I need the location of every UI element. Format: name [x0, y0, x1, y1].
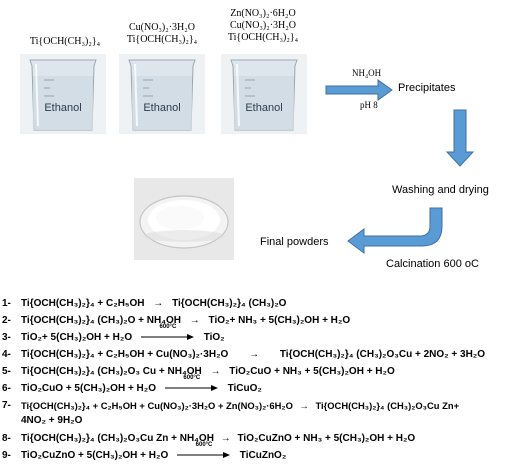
reagent-line: Cu(NO₃)₂·3H₂O: [229, 20, 296, 31]
calcination-label: Calcination 600 oC: [386, 258, 479, 270]
reaction-left: Ti{OCH(CH₃)₂}₄ + C₂H₅OH: [21, 298, 145, 309]
reaction-number: 5-: [2, 366, 11, 377]
reaction-number: 1-: [2, 298, 11, 309]
reaction-cont: 4NO₂ + 9H₂O: [21, 415, 83, 426]
reaction-number: 4-: [2, 349, 11, 360]
reaction-left: TiO₂CuZnO + 5(CH₃)₂OH + H₂O: [21, 450, 169, 462]
reaction-number: 2-: [2, 315, 11, 326]
reaction-left: Ti{OCH(CH₃)₂}₄ (CH₃)₂O + NH₄OH: [21, 315, 181, 326]
temperature-label: 600°C: [159, 324, 177, 330]
reaction-number: 9-: [2, 450, 11, 461]
reaction-number: 6-: [2, 383, 11, 394]
reagent-line: Zn(NO₃)₂·6H₂O: [230, 8, 296, 19]
reaction-7: 7- Ti{OCH(CH₃)₂}₄ + C₂H₅OH + Cu(NO₃)₂·3H…: [0, 400, 506, 415]
reaction-5: 5- Ti{OCH(CH₃)₂}₄ (CH₃)₂O₃ Cu + NH₄OH → …: [0, 366, 506, 381]
reaction-right: Ti{OCH(CH₃)₂}₄ (CH₃)₂O: [172, 298, 287, 309]
reaction-2: 2- Ti{OCH(CH₃)₂}₄ (CH₃)₂O + NH₄OH → TiO₂…: [0, 315, 506, 330]
reaction-arrow: →: [153, 298, 164, 309]
reaction-4: 4- Ti{OCH(CH₃)₂}₄ + C₂H₅OH + Cu(NO₃)₂·3H…: [0, 349, 506, 364]
reaction-number: 3-: [2, 332, 11, 343]
precipitates-label: Precipitates: [398, 82, 456, 94]
reaction-arrow: →: [249, 349, 260, 360]
reaction-6: 6- TiO₂CuO + 5(CH₃)₂OH + H₂O 600°C TiCuO…: [0, 375, 506, 398]
reaction-9: 9- TiO₂CuZnO + 5(CH₃)₂OH + H₂O 600°C TiC…: [0, 442, 506, 465]
reaction-right: Ti{OCH(CH₃)₂}₄ (CH₃)₂O₃Cu Zn+: [315, 400, 460, 411]
reagent-line: Ti{OCH(CH₃)₂}₄: [126, 34, 198, 45]
reagent-nh4oh: NH₄OH: [352, 68, 382, 78]
temperature-label: 600°C: [183, 375, 201, 381]
down-arrow: [445, 109, 475, 167]
reaction-number: 7-: [2, 400, 11, 411]
heat-arrow: 600°C: [164, 375, 219, 394]
flow-arrows: [325, 79, 475, 254]
reaction-right: TiCuZnO₂: [239, 450, 287, 462]
beaker-1: Ethanol: [20, 54, 106, 134]
reaction-left: Ti{OCH(CH₃)₂}₄ (CH₃)₂O₃Cu Zn + NH₄OH: [21, 433, 214, 444]
reaction-left: TiO₂CuO + 5(CH₃)₂OH + H₂O: [21, 383, 157, 395]
beaker-label: Ethanol: [44, 102, 82, 114]
beaker2-reagents: Cu(NO₃)₂·3H₂O Ti{OCH(CH₃)₂}₄: [114, 22, 210, 46]
reaction-right: TiO₂: [203, 332, 225, 344]
beaker3-reagents: Zn(NO₃)₂·6H₂O Cu(NO₃)₂·3H₂O Ti{OCH(CH₃)₂…: [215, 8, 311, 44]
reaction-7-continuation: 4NO₂ + 9H₂O: [0, 415, 506, 430]
heat-arrow: 600°C: [177, 442, 231, 461]
reaction-arrow: →: [210, 366, 221, 377]
reaction-left: TiO₂+ 5(CH₃)₂OH + H₂O: [21, 332, 133, 344]
reagent-line: Ti{OCH(CH₃)₂}₄: [227, 32, 299, 43]
beaker1-reagents: Ti{OCH(CH₃)₂}₄: [20, 36, 110, 48]
curved-arrow: [347, 207, 443, 254]
reaction-left: Ti{OCH(CH₃)₂}₄ (CH₃)₂O₃ Cu + NH₄OH: [21, 366, 202, 377]
reaction-3: 3- TiO₂+ 5(CH₃)₂OH + H₂O 600°C TiO₂: [0, 324, 506, 347]
reaction-1: 1- Ti{OCH(CH₃)₂}₄ + C₂H₅OH → Ti{OCH(CH₃)…: [0, 298, 506, 313]
beaker-2: Ethanol: [119, 54, 205, 134]
reagent-line: Ti{OCH(CH₃)₂}₄: [29, 36, 101, 47]
reaction-right: TiO₂CuO + NH₃ + 5(CH₃)₂OH + H₂O: [229, 366, 395, 377]
beaker-label: Ethanol: [245, 102, 283, 114]
reagent-line: Cu(NO₃)₂·3H₂O: [128, 22, 195, 33]
beaker-3: Ethanol: [221, 54, 307, 134]
reaction-left: Ti{OCH(CH₃)₂}₄ + C₂H₅OH + Cu(NO₃)₂·3H₂O: [21, 349, 229, 360]
reaction-right: Ti{OCH(CH₃)₂}₄ (CH₃)₂O₃Cu + 2NO₂ + 3H₂O: [279, 349, 486, 360]
beaker-label: Ethanol: [143, 102, 181, 114]
reaction-right: TiO₂CuZnO + NH₃ + 5(CH₃)₂OH + H₂O: [237, 433, 416, 444]
final-powders-label: Final powders: [260, 236, 329, 248]
reaction-arrow: →: [299, 400, 309, 411]
heat-arrow: 600°C: [140, 324, 195, 343]
reaction-8: 8- Ti{OCH(CH₃)₂}₄ (CH₃)₂O₃Cu Zn + NH₄OH …: [0, 433, 506, 448]
ph-label: pH 8: [360, 100, 378, 110]
reaction-left: Ti{OCH(CH₃)₂}₄ + C₂H₅OH + Cu(NO₃)₂·3H₂O …: [21, 400, 293, 411]
right-arrow: [325, 79, 393, 101]
reaction-number: 8-: [2, 433, 11, 444]
washing-label: Washing and drying: [392, 184, 489, 196]
reaction-right: TiCuO₂: [227, 383, 262, 395]
powder-dish-image: [134, 178, 234, 260]
reaction-arrow: →: [220, 433, 231, 444]
reaction-arrow: →: [189, 315, 200, 326]
reaction-right: TiO₂+ NH₃ + 5(CH₃)₂OH + H₂O: [208, 315, 351, 326]
temperature-label: 600°C: [195, 442, 213, 448]
